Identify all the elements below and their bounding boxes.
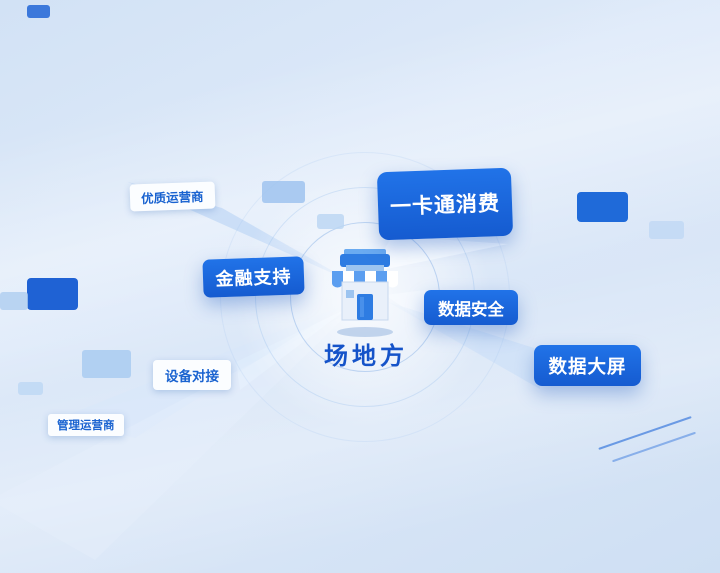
decor-rect [649, 221, 684, 239]
decor-rect [82, 350, 131, 378]
node-device-connection: 设备对接 [153, 360, 231, 390]
node-financial-support: 金融支持 [202, 256, 305, 298]
center-label: 场地方 [324, 342, 408, 370]
decor-rect [0, 292, 28, 310]
node-data-screen: 数据大屏 [534, 345, 641, 386]
node-card-consumption: 一卡通消费 [376, 167, 514, 241]
decor-rect [27, 278, 78, 310]
node-data-security: 数据安全 [424, 290, 518, 325]
decor-rect [27, 5, 50, 18]
node-management-operator: 管理运营商 [48, 414, 124, 436]
decor-rect [317, 214, 344, 229]
decor-rect [262, 181, 305, 203]
decor-rect [18, 382, 43, 395]
store-icon [332, 249, 398, 337]
node-premium-operator: 优质运营商 [129, 181, 215, 212]
decor-rect [577, 192, 628, 222]
